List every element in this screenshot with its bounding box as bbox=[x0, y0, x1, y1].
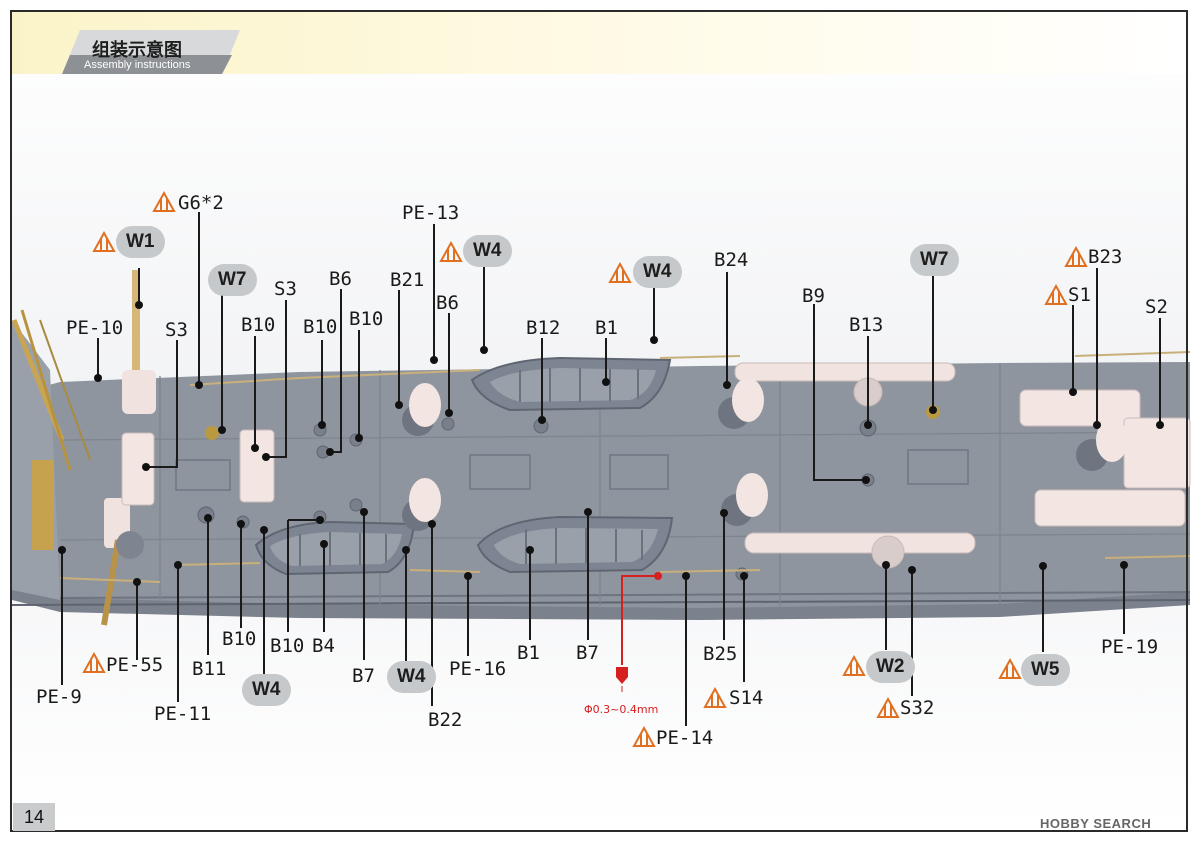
callout-s3-left: S3 bbox=[165, 319, 188, 341]
callout-b24: B24 bbox=[714, 249, 749, 271]
lifeboat-bottom-left bbox=[254, 520, 416, 576]
page-frame bbox=[10, 10, 1188, 832]
locker-right-top bbox=[1019, 389, 1141, 427]
callout-b10-e: B10 bbox=[270, 635, 305, 657]
callout-b1-top: B1 bbox=[595, 317, 618, 339]
ventilators bbox=[402, 378, 1128, 531]
locker-right-bot bbox=[1034, 489, 1186, 527]
callout-b6-mid: B6 bbox=[436, 292, 459, 314]
locker-left bbox=[121, 432, 155, 506]
callout-b22: B22 bbox=[428, 709, 463, 731]
callout-b6-top: B6 bbox=[329, 268, 352, 290]
callout-b12: B12 bbox=[526, 317, 561, 339]
forward-gun bbox=[101, 270, 156, 626]
callout-w4-top-mid: W4 bbox=[633, 256, 682, 288]
callout-b4: B4 bbox=[312, 635, 335, 657]
callout-b1-bot: B1 bbox=[517, 642, 540, 664]
warning-icon-set bbox=[82, 190, 1088, 747]
callout-s32: S32 bbox=[900, 697, 935, 719]
title-tab-dark bbox=[62, 55, 232, 74]
drill-diameter-note: Φ0.3~0.4mm bbox=[584, 703, 659, 716]
page-number: 14 bbox=[13, 803, 55, 831]
callout-b7-left: B7 bbox=[352, 665, 375, 687]
callout-pe55: PE-55 bbox=[106, 654, 164, 676]
locker-mid bbox=[239, 429, 275, 503]
callout-b21: B21 bbox=[390, 269, 425, 291]
lifeboat-bottom-right bbox=[476, 515, 674, 574]
callout-b10-b: B10 bbox=[303, 316, 338, 338]
callout-pe11: PE-11 bbox=[154, 703, 212, 725]
callout-b23: B23 bbox=[1088, 246, 1123, 268]
torpedo-tube-bottom bbox=[744, 532, 976, 569]
watermark: HOBBY SEARCH bbox=[1040, 816, 1152, 831]
callout-b7-right: B7 bbox=[576, 642, 599, 664]
callout-pe19: PE-19 bbox=[1101, 636, 1159, 658]
callout-s3-mid: S3 bbox=[274, 278, 297, 300]
callout-w2: W2 bbox=[866, 651, 915, 683]
callout-b13: B13 bbox=[849, 314, 884, 336]
brass-fitting bbox=[205, 426, 219, 440]
callout-b10-d: B10 bbox=[222, 628, 257, 650]
callout-w7-right: W7 bbox=[910, 244, 959, 276]
title-english: Assembly instructions bbox=[84, 59, 191, 71]
callout-b25: B25 bbox=[703, 643, 738, 665]
lifeboat-top bbox=[470, 356, 672, 412]
callout-b10-a: B10 bbox=[241, 314, 276, 336]
deck-edge bbox=[59, 591, 1191, 599]
callout-pe14: PE-14 bbox=[656, 727, 714, 749]
bow-gear bbox=[11, 309, 91, 600]
callout-b10-c: B10 bbox=[349, 308, 384, 330]
callout-pe13: PE-13 bbox=[402, 202, 460, 224]
callout-g6x2: G6*2 bbox=[178, 192, 224, 214]
callout-s1: S1 bbox=[1068, 284, 1091, 306]
callout-s2: S2 bbox=[1145, 296, 1168, 318]
drill-note-marker bbox=[616, 572, 662, 692]
callout-pe9: PE-9 bbox=[36, 686, 82, 708]
callout-w7-left: W7 bbox=[208, 264, 257, 296]
title-chinese: 组装示意图 bbox=[92, 40, 182, 61]
callout-w4-bot-left: W4 bbox=[242, 674, 291, 706]
callout-w4-bot-mid: W4 bbox=[387, 661, 436, 693]
callout-w1: W1 bbox=[116, 226, 165, 258]
callout-pe10: PE-10 bbox=[66, 317, 124, 339]
callout-b9: B9 bbox=[802, 285, 825, 307]
callout-b11: B11 bbox=[192, 658, 227, 680]
callout-w4-top-left: W4 bbox=[463, 235, 512, 267]
callout-w5: W5 bbox=[1021, 654, 1070, 686]
callout-s14: S14 bbox=[729, 687, 764, 709]
callout-pe16: PE-16 bbox=[449, 658, 507, 680]
